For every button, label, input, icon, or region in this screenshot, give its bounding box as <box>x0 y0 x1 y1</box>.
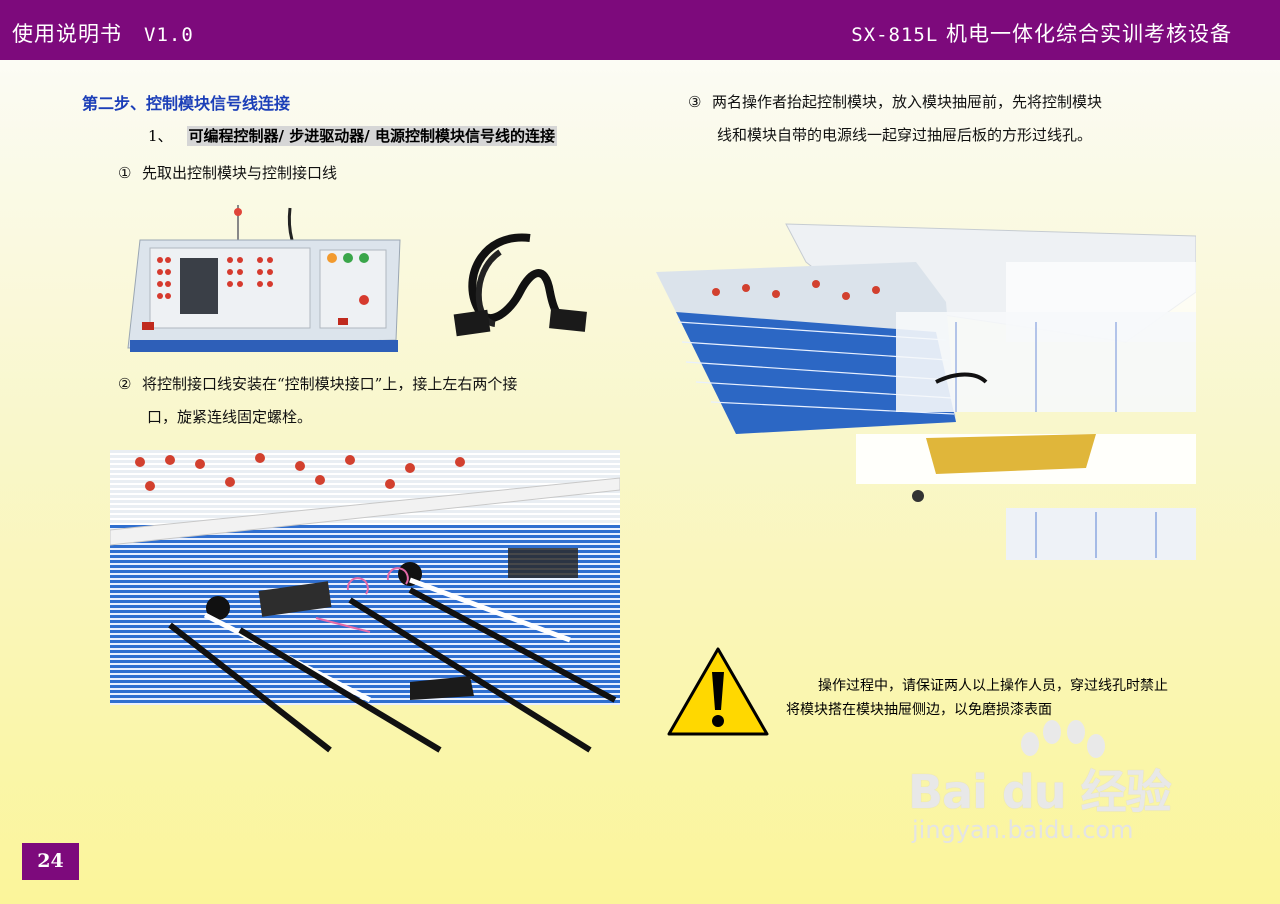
interface-cable-photo <box>450 232 590 352</box>
step-3-mark: ③ <box>688 93 702 111</box>
sub-title: 1、可编程控制器/ 步进驱动器/ 电源控制模块信号线的连接 <box>148 125 557 146</box>
drawer-insertion-photo <box>656 222 1196 562</box>
step-1-mark: ① <box>118 164 132 182</box>
step-title: 第二步、控制模块信号线连接 <box>82 94 291 113</box>
manual-title-text: 使用说明书 <box>12 22 122 46</box>
page-number: 24 <box>22 843 79 880</box>
paw-icon <box>1021 720 1105 758</box>
step-2-mark: ② <box>118 375 132 393</box>
warning-line-2: 将模块搭在模块抽屉侧边，以免磨损漆表面 <box>786 702 1052 718</box>
sub-number: 1、 <box>148 127 173 145</box>
step-3-line2: 线和模块自带的电源线一起穿过抽屉后板的方形过线孔。 <box>717 126 1093 144</box>
warning-text: 操作过程中，请保证两人以上操作人员，穿过线孔时禁止 将模块搭在模块抽屉侧边，以免… <box>786 674 1226 722</box>
warning-line-1: 操作过程中，请保证两人以上操作人员，穿过线孔时禁止 <box>818 678 1168 694</box>
manual-title: 使用说明书 V1.0 <box>12 18 194 48</box>
device-name: 机电一体化综合实训考核设备 <box>946 22 1232 46</box>
baidu-watermark: Bai du 经验 jingyan.baidu.com <box>900 720 1230 860</box>
device-code: SX-815L <box>851 24 939 46</box>
connector-installation-photo <box>110 450 620 770</box>
step-1: ① 先取出控制模块与控制接口线 <box>118 157 337 190</box>
device-title: SX-815L 机电一体化综合实训考核设备 <box>851 18 1232 48</box>
control-module-photo <box>120 200 410 355</box>
warning-triangle-icon <box>666 646 770 738</box>
step-2: ② 将控制接口线安装在“控制模块接口”上，接上左右两个接 口，旋紧连线固定螺栓。 <box>118 368 628 434</box>
step-2-line1: 将控制接口线安装在“控制模块接口”上，接上左右两个接 <box>142 375 518 393</box>
page-header: 使用说明书 V1.0 SX-815L 机电一体化综合实训考核设备 <box>0 0 1280 60</box>
step-2-line2: 口，旋紧连线固定螺栓。 <box>147 408 313 426</box>
step-3: ③ 两名操作者抬起控制模块，放入模块抽屉前，先将控制模块 线和模块自带的电源线一起… <box>688 86 1208 152</box>
step-3-line1: 两名操作者抬起控制模块，放入模块抽屉前，先将控制模块 <box>712 93 1103 111</box>
watermark-url: jingyan.baidu.com <box>912 816 1134 844</box>
sub-title-text: 可编程控制器/ 步进驱动器/ 电源控制模块信号线的连接 <box>186 126 557 146</box>
manual-version: V1.0 <box>144 24 194 46</box>
step-1-text: 先取出控制模块与控制接口线 <box>142 164 338 182</box>
watermark-brand: Bai du 经验 <box>908 765 1172 819</box>
